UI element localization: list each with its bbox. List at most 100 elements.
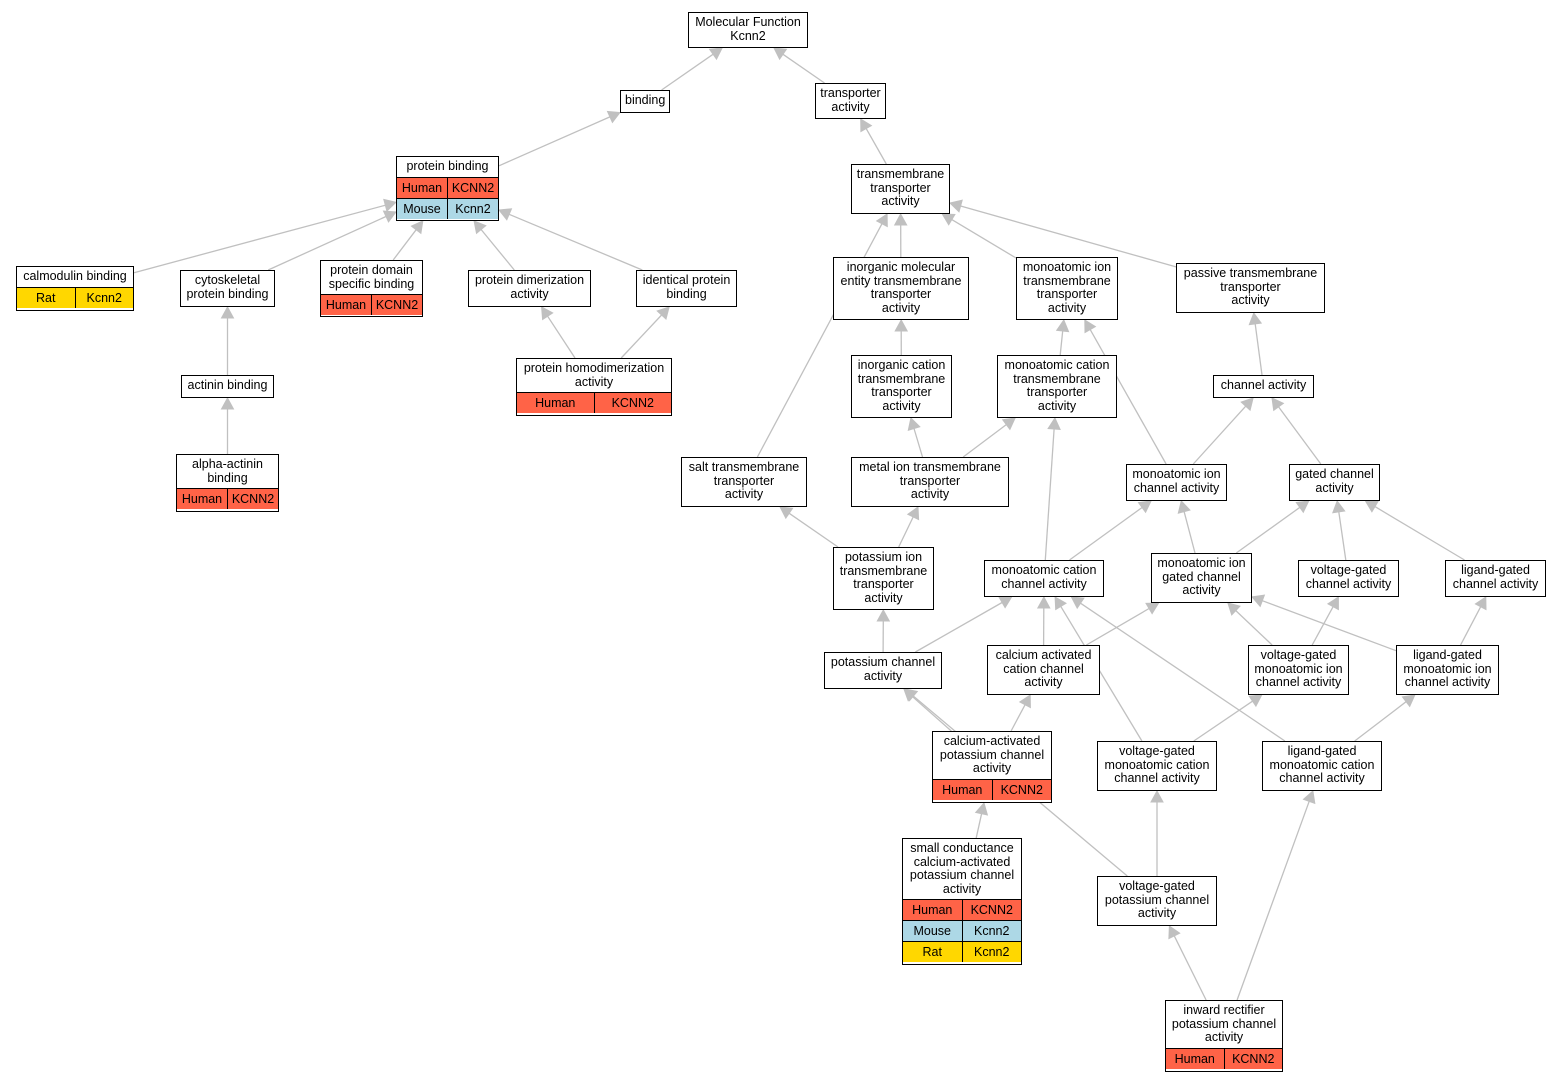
arrowhead-calmodulin-to-protein_binding (383, 198, 398, 212)
species-cell: Rat (17, 287, 75, 308)
edge-metal_ion-to-mono_cation_tmt (962, 424, 1007, 458)
term-node-vg-k[interactable]: voltage-gated potassium channel activity (1097, 876, 1217, 926)
term-node-potassium-tmt[interactable]: potassium ion transmembrane transporter … (833, 547, 934, 610)
arrowhead-cytoskeletal-to-protein_binding (382, 210, 397, 223)
edge-tmt-to-transporter (865, 128, 887, 165)
edge-small_cond-to-ca_k (975, 813, 983, 839)
term-label: metal ion transmembrane transporter acti… (859, 460, 1001, 501)
term-node-mono-cation-tmt[interactable]: monoatomic cation transmembrane transpor… (997, 355, 1117, 418)
term-label: potassium channel activity (830, 655, 936, 683)
arrowhead-inorganic_mol-to-tmt (893, 212, 908, 226)
edge-mono_ion_tmt-to-tmt (951, 219, 1017, 259)
gene-cell: KCNN2 (991, 779, 1051, 800)
species-cell: Rat (903, 942, 962, 962)
term-label: ligand-gated monoatomic cation channel a… (1269, 744, 1375, 785)
term-node-ca-cation[interactable]: calcium activated cation channel activit… (987, 645, 1100, 695)
term-node-identical[interactable]: identical protein binding (636, 270, 737, 307)
edge-potassium_tmt-to-salt (788, 512, 839, 548)
term-node-lg-mono-ion[interactable]: ligand-gated monoatomic ion channel acti… (1396, 645, 1499, 695)
term-label: transmembrane transporter activity (856, 167, 945, 208)
term-label: voltage-gated potassium channel activity (1104, 879, 1210, 920)
arrowhead-lg_mono_ion-to-mono_gated (1251, 594, 1266, 608)
edge-vg_mono_cation-to-mono_cation_channel (1060, 606, 1143, 742)
gene-cell: KCNN2 (227, 489, 278, 509)
term-node-inorganic-mol[interactable]: inorganic molecular entity transmembrane… (833, 257, 969, 320)
gene-cell: KCNN2 (961, 900, 1021, 920)
species-cell: Human (933, 779, 992, 800)
arrowhead-alpha_actinin-to-actinin (220, 396, 235, 410)
term-node-metal-ion[interactable]: metal ion transmembrane transporter acti… (851, 457, 1009, 507)
arrowhead-homodimer-to-dimer (541, 306, 554, 321)
term-node-channel[interactable]: channel activity (1213, 375, 1314, 398)
term-node-mono-ion-channel[interactable]: monoatomic ion channel activity (1126, 464, 1227, 501)
gene-cell: KCNN2 (593, 393, 671, 413)
arrowhead-inward-to-vg_k (1168, 925, 1181, 940)
edge-vg_mono_cation-to-vg_mono_ion (1193, 700, 1253, 742)
term-label: voltage-gated monoatomic ion channel act… (1254, 648, 1343, 689)
arrowhead-mono_cation_channel-to-mono_cation_tmt (1047, 416, 1061, 430)
term-node-gated[interactable]: gated channel activity (1289, 464, 1380, 501)
term-node-tmt[interactable]: transmembrane transporter activity (851, 164, 950, 214)
term-label: voltage-gated channel activity (1305, 563, 1392, 591)
term-label: protein domain specific binding (328, 263, 415, 291)
term-node-ligand-gated[interactable]: ligand-gated channel activity (1445, 560, 1546, 597)
term-node-k-channel[interactable]: potassium channel activity (824, 652, 942, 689)
term-label: voltage-gated monoatomic cation channel … (1104, 744, 1210, 785)
term-node-small-cond[interactable]: small conductance calcium-activated pota… (902, 838, 1022, 965)
term-node-cytoskeletal[interactable]: cytoskeletal protein binding (180, 270, 275, 307)
term-node-inward[interactable]: inward rectifier potassium channel activ… (1165, 1000, 1283, 1072)
term-label: inorganic molecular entity transmembrane… (840, 260, 962, 315)
term-node-dimer[interactable]: protein dimerization activity (468, 270, 591, 307)
term-node-ca-k[interactable]: calcium-activated potassium channel acti… (932, 731, 1052, 803)
term-node-mono-gated[interactable]: monoatomic ion gated channel activity (1151, 553, 1252, 603)
edge-channel-to-passive (1254, 323, 1263, 376)
term-node-vg-mono-ion[interactable]: voltage-gated monoatomic ion channel act… (1248, 645, 1349, 695)
arrowhead-vg_mono_cation-to-mono_cation_channel (1054, 596, 1067, 611)
arrowhead-vg_mono_ion-to-mono_gated (1227, 602, 1241, 616)
term-label: potassium ion transmembrane transporter … (839, 550, 928, 605)
term-label: Molecular Function Kcnn2 (695, 15, 801, 43)
arrowhead-binding-to-root (708, 47, 723, 61)
term-node-passive[interactable]: passive transmembrane transporter activi… (1176, 263, 1325, 313)
term-label: binding (625, 93, 666, 107)
species-cell: Human (321, 295, 371, 315)
term-label: salt transmembrane transporter activity (688, 460, 800, 501)
edge-vg_mono_ion-to-mono_gated (1235, 610, 1273, 646)
arrowhead-lg_mono_cation-to-mono_cation_channel (1070, 596, 1085, 610)
term-label: cytoskeletal protein binding (186, 273, 269, 301)
arrowhead-mono_gated-to-gated (1295, 500, 1310, 514)
term-label: monoatomic ion transmembrane transporter… (1022, 260, 1112, 315)
term-node-mono-ion-tmt[interactable]: monoatomic ion transmembrane transporter… (1016, 257, 1118, 320)
arrowhead-small_cond-to-ca_k (974, 801, 989, 816)
arrowhead-vg_k-to-vg_mono_cation (1150, 789, 1164, 803)
edge-mono_cation_channel-to-mono_ion_channel (1069, 506, 1143, 561)
gene-cell: Kcnn2 (961, 921, 1021, 941)
species-cell: Mouse (903, 921, 962, 941)
arrowhead-ca_cation-to-mono_gated (1145, 602, 1160, 615)
term-node-transporter[interactable]: transporter activity (815, 83, 886, 119)
term-node-binding[interactable]: binding (620, 90, 670, 113)
arrowhead-mono_cation_tmt-to-mono_ion_tmt (1055, 318, 1070, 333)
edge-k_channel-to-mono_cation_channel (915, 601, 1003, 653)
term-node-salt[interactable]: salt transmembrane transporter activity (681, 457, 807, 507)
edge-lg_mono_cation-to-mono_cation_channel (1080, 602, 1286, 742)
term-node-lg-mono-cation[interactable]: ligand-gated monoatomic cation channel a… (1262, 741, 1382, 791)
term-node-voltage-gated[interactable]: voltage-gated channel activity (1298, 560, 1399, 597)
term-node-root[interactable]: Molecular Function Kcnn2 (688, 12, 808, 48)
term-node-actinin[interactable]: actinin binding (181, 375, 274, 398)
term-label: actinin binding (187, 378, 268, 392)
arrowhead-actinin-to-cytoskeletal (220, 305, 235, 319)
term-label: identical protein binding (642, 273, 731, 301)
term-node-mono-cation-channel[interactable]: monoatomic cation channel activity (984, 560, 1104, 597)
term-node-inorg-cation[interactable]: inorganic cation transmembrane transport… (851, 355, 952, 418)
term-node-vg-mono-cation[interactable]: voltage-gated monoatomic cation channel … (1097, 741, 1217, 791)
